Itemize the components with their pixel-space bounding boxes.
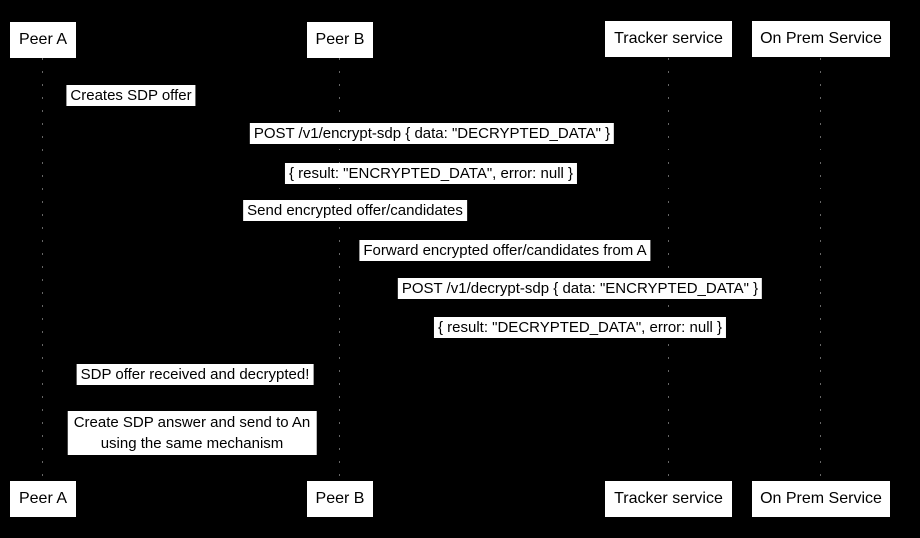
arrow-create-answer [43, 458, 340, 459]
message-encrypt-request: POST /v1/encrypt-sdp { data: "DECRYPTED_… [249, 123, 615, 144]
arrow-decrypt-request [340, 304, 821, 305]
actor-tracker-service-top: Tracker service [605, 21, 732, 57]
actor-tracker-service-bottom: Tracker service [605, 481, 732, 517]
arrow-forward-encrypted [340, 266, 668, 267]
actor-on-prem-service-top: On Prem Service [752, 21, 890, 57]
lifeline-peer-a [42, 58, 43, 481]
lifeline-peer-b [339, 58, 340, 481]
arrow-decrypt-response [340, 343, 821, 344]
lifeline-on-prem-service [820, 58, 821, 481]
lifeline-tracker-service [668, 58, 669, 481]
message-decrypt-response: { result: "DECRYPTED_DATA", error: null … [433, 317, 727, 338]
actor-peer-a-top: Peer A [10, 22, 76, 58]
arrow-encrypt-request [43, 150, 821, 151]
note-line-1: Create SDP answer and send to An [73, 414, 311, 431]
arrow-send-encrypted [43, 226, 668, 227]
actor-peer-b-bottom: Peer B [307, 481, 373, 517]
actor-peer-a-bottom: Peer A [10, 481, 76, 517]
note-create-sdp-answer: Create SDP answer and send to An using t… [67, 411, 317, 455]
arrow-offer-received [43, 392, 340, 393]
message-offer-received: SDP offer received and decrypted! [76, 364, 314, 385]
actor-peer-b-top: Peer B [307, 22, 373, 58]
message-forward-encrypted: Forward encrypted offer/candidates from … [359, 240, 651, 261]
message-send-encrypted: Send encrypted offer/candidates [243, 200, 467, 221]
actor-on-prem-service-bottom: On Prem Service [752, 481, 890, 517]
arrow-encrypt-response [43, 189, 821, 190]
note-line-2: using the same mechanism [100, 435, 284, 452]
message-creates-sdp-offer: Creates SDP offer [66, 85, 196, 106]
message-encrypt-response: { result: "ENCRYPTED_DATA", error: null … [284, 163, 578, 184]
message-decrypt-request: POST /v1/decrypt-sdp { data: "ENCRYPTED_… [397, 278, 763, 299]
